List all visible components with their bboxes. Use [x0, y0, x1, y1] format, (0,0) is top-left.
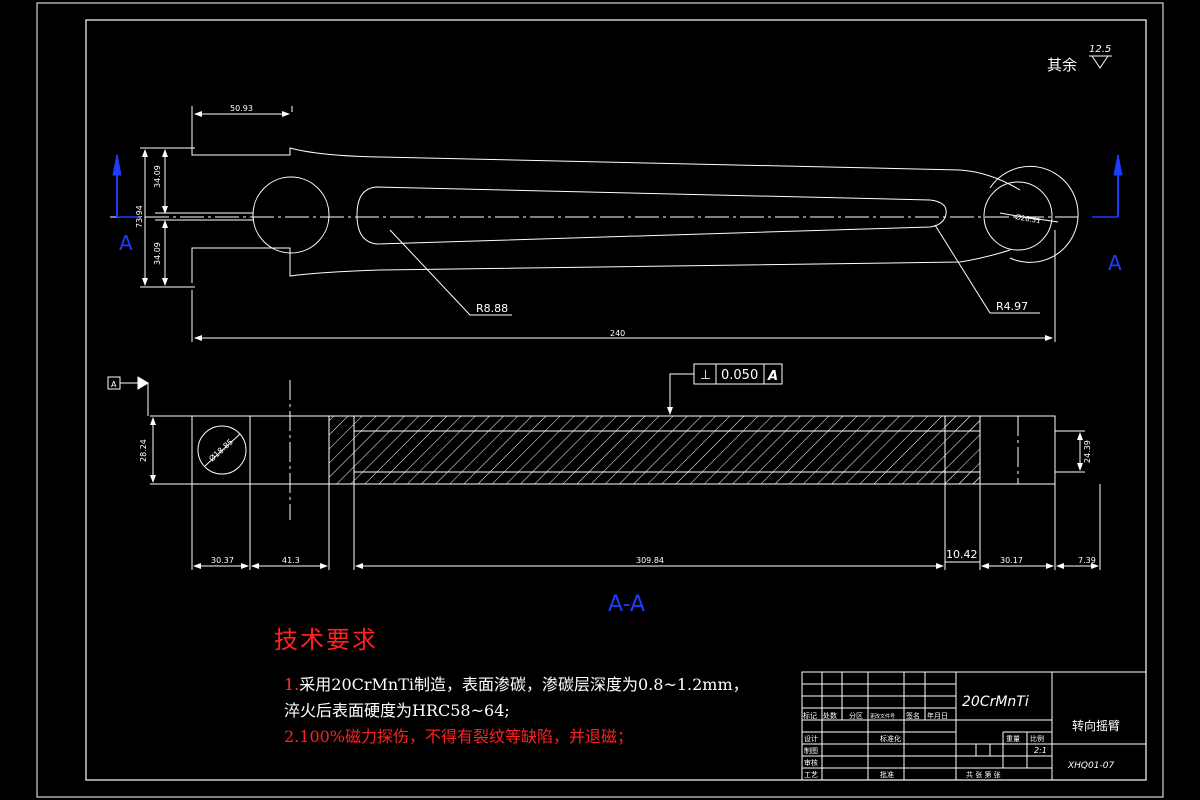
drawing-frame	[36, 2, 1164, 798]
section-view	[150, 373, 1101, 570]
section-arrow-left	[112, 154, 138, 218]
title-block	[801, 671, 1147, 781]
tech-requirement-2: 2.100%磁力探伤，不得有裂纹等缺陷，并退磁；	[284, 727, 634, 746]
dim-overall-height: 73.94	[135, 205, 144, 228]
section-arrow-right	[1092, 154, 1123, 218]
dim-radius-right: R4.97	[996, 300, 1028, 313]
dim-seg-4: 10.42	[946, 548, 978, 561]
tb-part-name: 转向摇臂	[1072, 718, 1120, 733]
dim-right-height: 24.39	[1083, 440, 1092, 463]
tb-sheets: 共 张 第 张	[966, 770, 1001, 779]
tb-approve: 批准	[880, 770, 894, 779]
surface-finish-mark: 其余 12.5	[1047, 44, 1112, 74]
dim-lower-height: 34.09	[153, 242, 162, 265]
top-view-dimensions: 50.93 34.09 73.94 34.09 R8.88 R4.97 Ø26.…	[135, 104, 1041, 338]
dim-upper-height: 34.09	[153, 165, 162, 188]
dim-right-hole: Ø26.51	[1015, 213, 1042, 225]
datum-a-marker	[107, 376, 149, 416]
tb-role-design: 设计	[804, 734, 818, 743]
tolerance-frame	[693, 363, 783, 385]
dim-top-width: 50.93	[230, 104, 253, 113]
tb-standard: 标准化	[880, 734, 901, 743]
tolerance-value: 0.050	[721, 368, 758, 383]
tech-requirement-1-number: 1.	[284, 675, 300, 694]
title-block-text: 标记 处数 分区 更改文件号 签名 年月日 设计 制图 审核 工艺 标准化 批准…	[803, 694, 1120, 779]
tb-scale-value: 2:1	[1034, 746, 1047, 755]
dim-seg-3: 309.84	[636, 556, 664, 565]
tb-role-check: 审核	[804, 758, 818, 767]
tb-header-6: 年月日	[927, 711, 948, 720]
top-view	[110, 106, 1079, 342]
datum-letter: A	[111, 380, 117, 389]
tech-requirement-1-continued: 淬火后表面硬度为HRC58~64;	[284, 701, 510, 720]
tb-role-process: 工艺	[804, 771, 818, 779]
tb-material: 20CrMnTi	[962, 694, 1029, 710]
tech-requirement-1: 1.采用20CrMnTi制造，表面渗碳，渗碳层深度为0.8~1.2mm，	[284, 671, 749, 695]
tb-header-1: 标记	[803, 711, 817, 720]
tolerance-datum: A	[767, 369, 778, 384]
tb-header-4: 更改文件号	[870, 713, 895, 720]
dim-seg-5: 30.17	[1000, 556, 1023, 565]
perpendicularity-symbol: ⊥	[700, 368, 711, 383]
tb-header-3: 分区	[849, 711, 863, 720]
tb-header-2: 处数	[823, 711, 837, 720]
surface-finish-value: 12.5	[1089, 44, 1111, 55]
dim-seg-1: 30.37	[211, 556, 234, 565]
dim-seg-6: 7.39	[1078, 556, 1096, 565]
dim-total-length: 240	[610, 329, 625, 338]
tb-drawing-number: XHQ01-07	[1067, 761, 1114, 771]
section-letter-left: A	[119, 231, 133, 255]
section-title: A-A	[608, 592, 645, 617]
tech-requirement-1-text: 采用20CrMnTi制造，表面渗碳，渗碳层深度为0.8~1.2mm，	[299, 675, 749, 694]
tech-requirements-title: 技术要求	[274, 626, 378, 654]
section-letter-right: A	[1108, 251, 1122, 275]
dim-hole-dia: Ø18.85	[207, 437, 235, 464]
dim-radius-left: R8.88	[476, 302, 508, 315]
left-boss-hole	[252, 176, 330, 254]
tb-weight-label: 重量	[1006, 735, 1020, 743]
slot-outline	[356, 186, 947, 245]
surface-finish-label: 其余	[1047, 56, 1077, 74]
tb-header-5: 签名	[906, 711, 920, 720]
tb-role-draw: 制图	[804, 746, 818, 755]
dim-section-height: 28.24	[139, 439, 148, 462]
tb-scale-label: 比例	[1030, 734, 1044, 743]
dim-seg-2: 41.3	[282, 556, 300, 565]
